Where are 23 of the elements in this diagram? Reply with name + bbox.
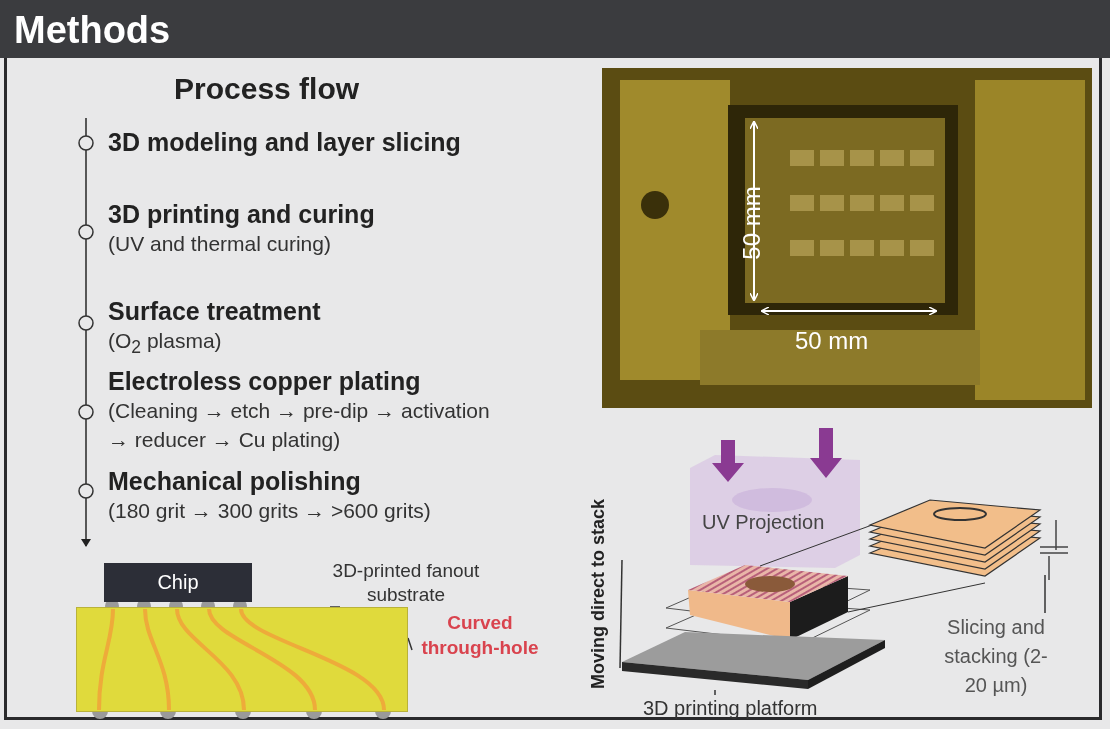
leader-line (407, 637, 413, 651)
step-heading: 3D printing and curing (108, 199, 376, 229)
process-label: UV Projection (702, 510, 825, 535)
step-heading: Surface treatment (108, 296, 322, 326)
axis-label: Moving direct to stack (587, 498, 609, 692)
callout-text: 3D-printed fanout substrate (330, 559, 482, 607)
callout-text: Curved through-hole (412, 610, 548, 660)
dimension-label: 50 mm (795, 327, 869, 355)
step-detail: (O$_{2}$ plasma) (108, 328, 223, 360)
section-heading: Process flow (174, 71, 360, 107)
leader-line (714, 689, 716, 696)
callout-text: Slicing and stacking (2-20 µm) (934, 613, 1058, 700)
step-heading: 3D modeling and layer slicing (108, 127, 462, 157)
leader-line (1044, 574, 1046, 614)
slide-title: Methods (14, 8, 171, 52)
chip-box: Chip (104, 563, 252, 602)
step-detail: (UV and thermal curing) (108, 231, 332, 257)
step-detail: (Cleaning → etch → pre-dip → activation → reducer → Cu plating) (108, 398, 491, 453)
step-heading: Electroless copper plating (108, 366, 422, 396)
step-detail: (180 grit → 300 grits → >600 grits) (108, 498, 432, 524)
callout-text: 3D printing platform (643, 695, 818, 721)
printing-platform (622, 632, 886, 690)
step-heading: Mechanical polishing (108, 466, 362, 496)
